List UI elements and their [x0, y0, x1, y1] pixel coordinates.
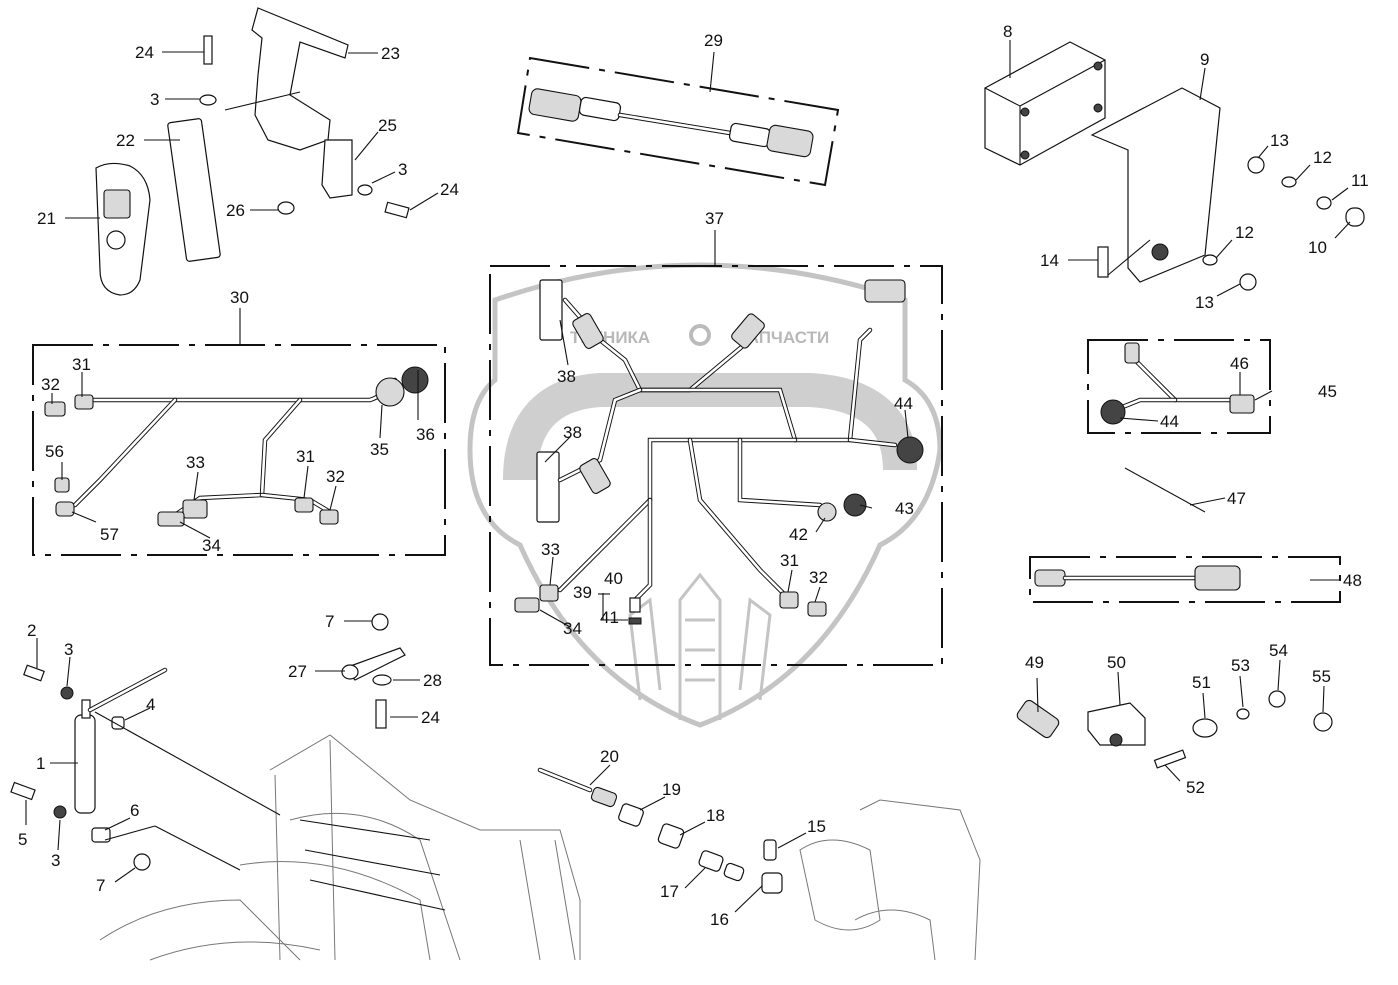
callout-15: 15	[807, 817, 826, 836]
callout-54: 54	[1269, 641, 1288, 660]
callout-29: 29	[704, 31, 723, 50]
callout-46: 46	[1230, 354, 1249, 373]
callout-50: 50	[1107, 653, 1126, 672]
callout-42: 42	[789, 525, 808, 544]
gas-spring	[10, 664, 168, 871]
callout-47: 47	[1227, 489, 1246, 508]
callout-4: 4	[146, 695, 155, 714]
callout-40: 40	[604, 569, 623, 588]
callout-31: 31	[72, 355, 91, 374]
callout-55: 55	[1312, 667, 1331, 686]
callout-38: 38	[557, 367, 576, 386]
callout-labels: 24 23 3 22 25 3 24 21 26 29 8 9 13 12 11…	[18, 22, 1369, 929]
callout-31: 31	[296, 447, 315, 466]
cable-48	[1029, 556, 1341, 603]
gear-icon	[689, 324, 711, 346]
callout-12: 12	[1235, 223, 1254, 242]
callout-8: 8	[1003, 22, 1012, 41]
leader-lines	[25, 40, 1351, 913]
machine-frame	[99, 734, 981, 961]
callout-13: 13	[1195, 293, 1214, 312]
cable-29	[516, 56, 840, 187]
callout-30: 30	[230, 288, 249, 307]
remote-control	[95, 162, 151, 296]
callout-9: 9	[1200, 50, 1209, 69]
callout-32: 32	[41, 375, 60, 394]
bracket-27	[341, 613, 406, 729]
callout-27: 27	[288, 662, 307, 681]
callout-3: 3	[398, 160, 407, 179]
fittings	[537, 767, 783, 894]
callout-57: 57	[100, 525, 119, 544]
callout-25: 25	[378, 116, 397, 135]
callout-10: 10	[1308, 238, 1327, 257]
callout-48: 48	[1343, 571, 1362, 590]
callout-7: 7	[325, 612, 334, 631]
callout-23: 23	[381, 44, 400, 63]
callout-24: 24	[135, 43, 154, 62]
misc-parts	[1016, 690, 1333, 769]
callout-17: 17	[660, 882, 679, 901]
callout-7: 7	[96, 876, 105, 895]
callout-6: 6	[130, 801, 139, 820]
wheat-emblem	[628, 572, 772, 720]
callout-5: 5	[18, 830, 27, 849]
callout-56: 56	[45, 442, 64, 461]
callout-34: 34	[202, 536, 221, 555]
callout-37: 37	[705, 209, 724, 228]
callout-49: 49	[1025, 653, 1044, 672]
callout-20: 20	[600, 747, 619, 766]
callout-51: 51	[1192, 673, 1211, 692]
callout-12: 12	[1313, 148, 1332, 167]
callout-32: 32	[326, 467, 345, 486]
callout-24: 24	[421, 708, 440, 727]
callout-41: 41	[600, 608, 619, 627]
callout-26: 26	[226, 201, 245, 220]
callout-31: 31	[780, 551, 799, 570]
callout-34: 34	[563, 619, 582, 638]
callout-3: 3	[64, 640, 73, 659]
callout-52: 52	[1186, 778, 1205, 797]
callout-13: 13	[1270, 131, 1289, 150]
callout-44: 44	[1160, 412, 1179, 431]
harness-30	[32, 344, 446, 556]
harness-37	[489, 265, 943, 666]
callout-2: 2	[27, 621, 36, 640]
callout-33: 33	[541, 540, 560, 559]
callout-19: 19	[662, 780, 681, 799]
callout-33: 33	[186, 453, 205, 472]
callout-44: 44	[894, 394, 913, 413]
callout-21: 21	[37, 209, 56, 228]
harness-45	[1087, 339, 1271, 434]
control-box	[984, 41, 1221, 283]
cable-tie	[1124, 467, 1206, 513]
callout-3: 3	[150, 90, 159, 109]
callout-32: 32	[809, 568, 828, 587]
callout-22: 22	[116, 131, 135, 150]
callout-36: 36	[416, 425, 435, 444]
callout-24: 24	[440, 180, 459, 199]
callout-39: 39	[573, 583, 592, 602]
callout-53: 53	[1231, 656, 1250, 675]
callout-38: 38	[563, 423, 582, 442]
callout-28: 28	[423, 671, 442, 690]
callout-14: 14	[1040, 251, 1059, 270]
callout-16: 16	[710, 910, 729, 929]
callout-18: 18	[706, 806, 725, 825]
callout-3: 3	[51, 851, 60, 870]
bracket-assembly	[95, 7, 410, 296]
callout-45: 45	[1318, 382, 1337, 401]
small-fasteners	[1097, 156, 1365, 291]
callout-43: 43	[895, 499, 914, 518]
callout-35: 35	[370, 440, 389, 459]
callout-11: 11	[1351, 171, 1369, 190]
callout-1: 1	[36, 754, 45, 773]
